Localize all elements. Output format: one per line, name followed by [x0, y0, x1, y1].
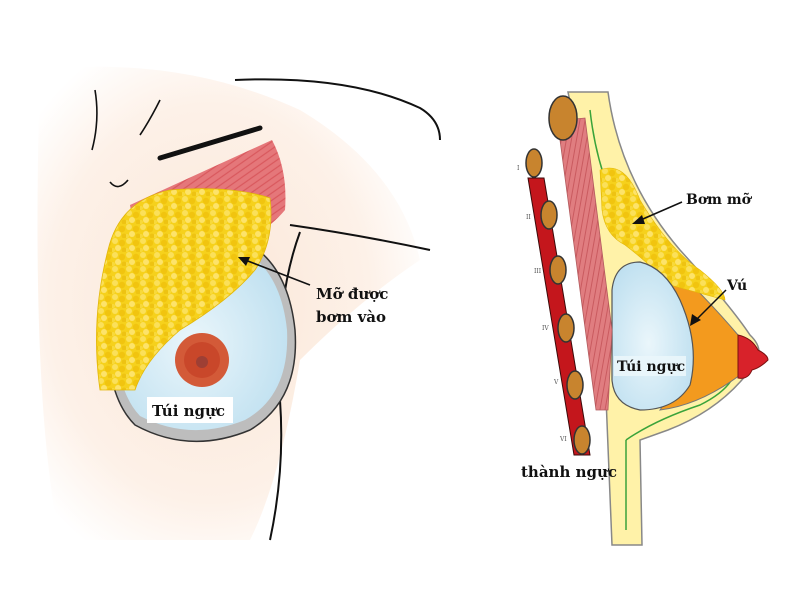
- side-fat-graft: [599, 167, 726, 301]
- rib-numeral-2: II: [526, 214, 531, 221]
- rib-numeral-3: III: [534, 268, 542, 275]
- rib-6: [573, 425, 591, 455]
- rib-4: [557, 313, 575, 343]
- fat-graft-arrow: [635, 201, 683, 223]
- front-view-illustration: Túi ngực Mỡ được bơm vào: [37, 66, 441, 541]
- side-implant-label: Túi ngực: [617, 359, 685, 375]
- fat-pointer-arrowhead: [238, 257, 250, 266]
- front-injected-fat: [96, 188, 272, 391]
- side-nipple: [737, 334, 769, 379]
- clavicle-bone: [548, 95, 578, 141]
- clavicle-line: [139, 99, 161, 136]
- injected-fat-label-line1: Mỡ được: [316, 285, 388, 303]
- rib-numeral-1: I: [517, 165, 520, 172]
- breast-arrowhead: [690, 314, 701, 326]
- chest-wall-label: thành ngực: [521, 463, 617, 481]
- nipple: [196, 356, 208, 368]
- rib-2: [540, 200, 558, 230]
- fat-graft-label: Bơm mỡ: [686, 191, 753, 208]
- fat-pointer-arrow: [239, 257, 311, 286]
- rib-5: [566, 370, 584, 400]
- rib-numeral-4: IV: [542, 325, 549, 332]
- sternal-notch: [109, 179, 129, 188]
- side-fascia-line-lower: [625, 371, 736, 441]
- injected-fat-label-line2: bơm vào: [316, 308, 386, 326]
- front-implant-label: Túi ngực: [152, 402, 225, 420]
- rib-1: [525, 148, 543, 178]
- rib-numeral-6: VI: [559, 436, 567, 443]
- neck-line: [91, 89, 98, 151]
- breast-label: Vú: [726, 278, 747, 294]
- armpit-outline: [289, 224, 431, 251]
- fat-graft-arrowhead: [632, 215, 645, 224]
- clavicle-bar: [157, 125, 263, 161]
- breast-arrow: [693, 289, 727, 323]
- side-view-illustration: I II III IV V VI Bơm mỡ Vú Túi ngực thàn…: [517, 91, 769, 546]
- rib-numeral-5: V: [553, 379, 559, 386]
- rib-3: [549, 255, 567, 285]
- arm-outline: [234, 78, 441, 141]
